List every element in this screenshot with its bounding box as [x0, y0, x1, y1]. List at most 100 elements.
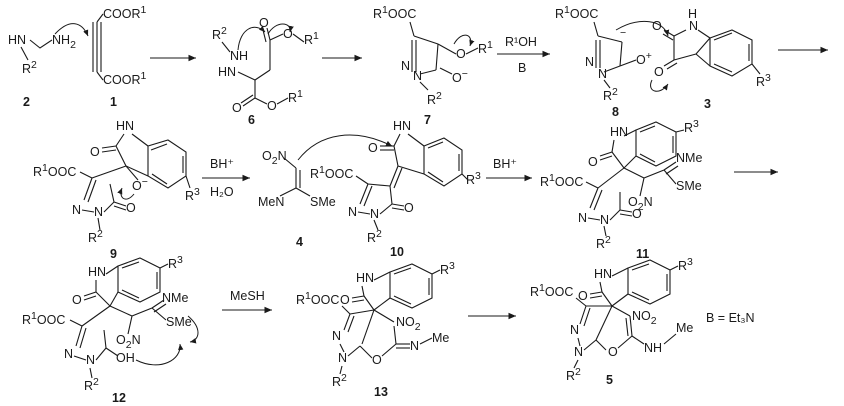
- r2-label: R2: [367, 228, 382, 245]
- o-label: O: [456, 47, 466, 61]
- o-label: O: [652, 19, 662, 33]
- minus-charge: −: [620, 27, 626, 39]
- reagent-bh-plus: BH⁺: [493, 157, 517, 171]
- sme-label: SMe: [166, 315, 192, 329]
- r2-label: R2: [427, 90, 442, 107]
- nme-label: NMe: [676, 151, 702, 165]
- o-label: O: [404, 201, 414, 215]
- o-label: O: [340, 293, 350, 307]
- compound-5: HN O R3 R1OOC NO2 NH Me O N N: [530, 256, 693, 387]
- r1ooc-label: R1OOC: [22, 310, 65, 327]
- n-label: N: [72, 203, 81, 217]
- r1-label: R1: [304, 30, 319, 47]
- compound-12-number: 12: [112, 391, 126, 405]
- h-label: H: [688, 7, 697, 21]
- o-label: O: [259, 16, 269, 30]
- o-label: O: [267, 99, 277, 113]
- n-me-label: N: [410, 339, 419, 353]
- o-label: O: [632, 207, 642, 221]
- step-7-8: R¹OH B: [497, 35, 550, 75]
- o-label: O: [126, 201, 136, 215]
- no2-label: O2N: [116, 333, 141, 351]
- o-label: O: [578, 289, 588, 303]
- compound-11: HN O R3 NMe SMe O2N R1OOC N N O: [540, 118, 702, 261]
- r2-label: R2: [84, 376, 99, 393]
- o-label: O: [608, 345, 618, 359]
- n-label: N: [94, 205, 103, 219]
- o-label: O: [72, 293, 82, 307]
- hn-label: HN: [610, 125, 628, 139]
- compound-6: R2 NH HN O O R1 O O R1 6: [212, 16, 319, 127]
- compound-1: COOR1 COOR1 1: [92, 4, 147, 109]
- r1ooc-label: R1OOC: [310, 164, 353, 181]
- r2-label: R2: [332, 372, 347, 389]
- me-label: Me: [676, 321, 693, 335]
- n-label: N: [570, 323, 579, 337]
- r1-label: R1: [288, 88, 303, 105]
- me-label: Me: [432, 331, 449, 345]
- compound-6-number: 6: [248, 113, 255, 127]
- r1ooc-label: R1OOC: [33, 162, 76, 179]
- r2-label: R2: [22, 59, 37, 76]
- compound-3-number: 3: [704, 97, 711, 111]
- hn-label: HN: [8, 33, 26, 47]
- r2-label: R2: [596, 234, 611, 251]
- n-label: N: [574, 345, 583, 359]
- r3-label: R3: [678, 256, 693, 273]
- compound-10-number: 10: [390, 245, 404, 259]
- no2-label: NO2: [396, 315, 421, 333]
- step-10-11: BH⁺: [486, 157, 532, 182]
- r2-label: R2: [566, 366, 581, 383]
- o-label: O: [588, 155, 598, 169]
- o-label: O: [372, 353, 382, 367]
- compound-7: R1OOC N N R2 O R1 O− 7: [373, 4, 493, 127]
- n-label: N: [86, 353, 95, 367]
- step-12-13: MeSH: [222, 289, 272, 314]
- compound-8-number: 8: [612, 105, 619, 119]
- o-label: O: [232, 101, 242, 115]
- n-label: N: [598, 67, 607, 81]
- r2-label: R2: [603, 86, 618, 103]
- r1ooc-label: R1OOC: [540, 172, 583, 189]
- no2-label: NO2: [632, 309, 657, 327]
- men-label: MeN: [258, 195, 284, 209]
- no2-label: O2N: [628, 195, 653, 213]
- r1ooc-label: R1OOC: [530, 282, 573, 299]
- r3-label: R3: [684, 118, 699, 135]
- compound-2: HN NH2 R2 2: [8, 23, 89, 109]
- n-label: N: [401, 59, 410, 73]
- reagent-bh-plus: BH⁺: [210, 157, 234, 171]
- nh-label: NH: [644, 341, 662, 355]
- compound-4: O2N MeN SMe 4: [258, 134, 393, 249]
- hn-label: HN: [594, 267, 612, 281]
- oh-label: OH: [116, 351, 135, 365]
- compound-13-number: 13: [374, 385, 388, 399]
- reagent-mesh: MeSH: [230, 289, 265, 303]
- compound-8: R1OOC − N N R2 O+ 8: [555, 4, 670, 119]
- n-label: N: [689, 19, 698, 33]
- r3-label: R3: [168, 254, 183, 271]
- reagent-r1oh: R¹OH: [505, 35, 537, 49]
- n-label: N: [370, 207, 379, 221]
- o2n-label: O2N: [262, 149, 287, 167]
- compound-10: HN O R3 R1OOC N N O R2 10: [310, 119, 481, 259]
- compound-2-number: 2: [23, 95, 30, 109]
- hn-label: HN: [218, 65, 236, 79]
- n-label: N: [578, 211, 587, 225]
- n-label: N: [64, 347, 73, 361]
- base-definition: B = Et₃N: [706, 311, 755, 325]
- r1ooc-label: R1OOC: [555, 4, 598, 21]
- nh-label: NH: [230, 49, 248, 63]
- r2-label: R2: [212, 25, 227, 42]
- hn-label: HN: [88, 265, 106, 279]
- compound-9-number: 9: [110, 247, 117, 261]
- o-label: O: [368, 141, 378, 155]
- reagent-base: B: [518, 61, 526, 75]
- n-label: N: [338, 351, 347, 365]
- compound-3: H N O O R3 3: [650, 7, 771, 111]
- r3-label: R3: [756, 72, 771, 89]
- r3-label: R3: [185, 186, 200, 203]
- o-label: O: [90, 145, 100, 159]
- r3-label: R3: [440, 260, 455, 277]
